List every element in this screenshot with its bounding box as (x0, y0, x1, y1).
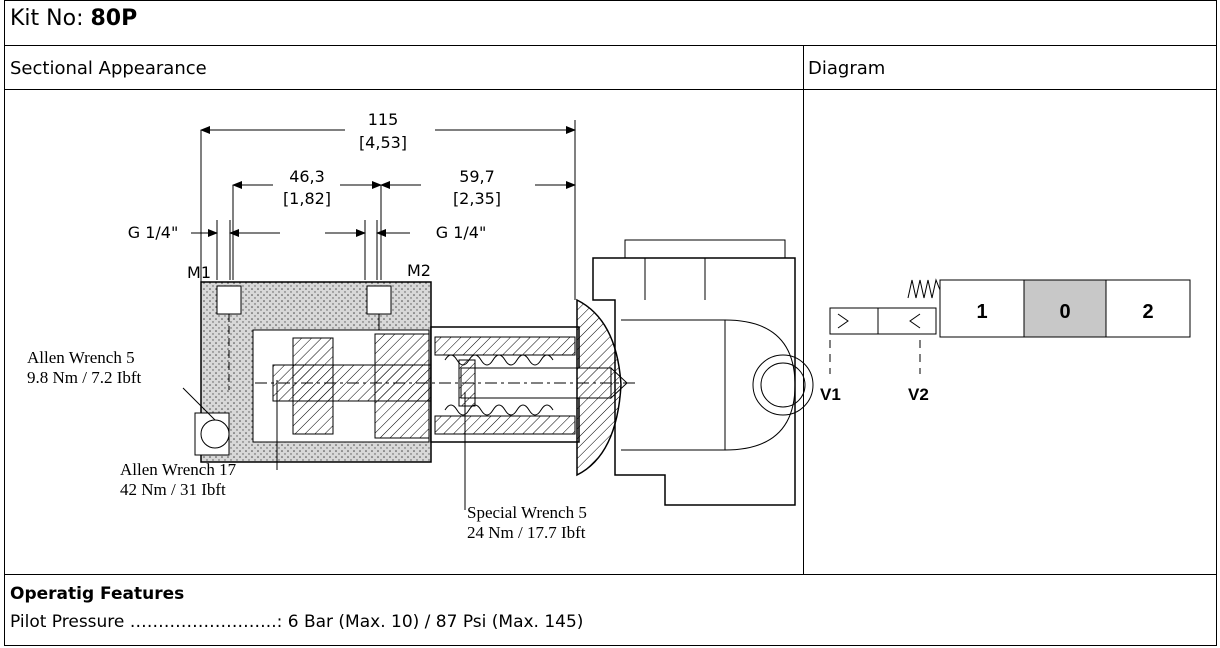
kit-label: Kit No: (10, 6, 91, 31)
sectional-drawing: 115 [4,53] 46,3 [1,82] 59,7 [2,35] G 1/4… (27, 110, 814, 542)
dim-115-text: 115 (368, 110, 399, 129)
dimension-115: 115 [4,53] (200, 110, 576, 360)
row-divider (5, 89, 1216, 90)
allen17-line2: 42 Nm / 31 Ibft (120, 480, 226, 499)
position-2: 2 (1142, 301, 1153, 323)
pilot-block (829, 307, 937, 335)
pilot-pressure-line: Pilot Pressure ……………………..: 6 Bar (Max. 1… (10, 612, 584, 632)
features-title: Operatig Features (10, 584, 185, 604)
dimension-46: 46,3 [1,82] (232, 167, 382, 280)
valve-symbol-diagram: 1 0 2 V1 V2 (820, 278, 1191, 404)
column-divider (803, 45, 804, 575)
allen5-line1: Allen Wrench 5 (27, 348, 135, 367)
center-position (1023, 279, 1107, 338)
dim-46-inch-text: [1,82] (283, 189, 331, 208)
dim-115-inch-text: [4,53] (359, 133, 407, 152)
diagram-header: Diagram (808, 58, 886, 79)
port-dimensions: G 1/4" G 1/4" M1 M2 (128, 220, 487, 282)
row-divider (5, 45, 1216, 46)
spring-housing (430, 326, 628, 443)
port-left-text: G 1/4" (128, 223, 179, 242)
port-right-text: G 1/4" (436, 223, 487, 242)
v2-label: V2 (908, 385, 929, 404)
sectional-header: Sectional Appearance (10, 58, 207, 79)
position-boxes: 1 0 2 (939, 279, 1191, 338)
dim-59-text: 59,7 (459, 167, 495, 186)
kit-title: Kit No: 80P (10, 3, 137, 35)
m2-label: M2 (407, 261, 431, 280)
special-line2: 24 Nm / 17.7 Ibft (467, 523, 586, 542)
dim-46-text: 46,3 (289, 167, 325, 186)
special-line1: Special Wrench 5 (467, 503, 587, 522)
actuator (576, 239, 814, 506)
annotations: Allen Wrench 5 9.8 Nm / 7.2 Ibft Allen W… (27, 348, 587, 542)
kit-sheet: Kit No: 80P Sectional Appearance Diagram… (4, 0, 1217, 646)
m1-label: M1 (187, 263, 211, 282)
dim-59-inch-text: [2,35] (453, 189, 501, 208)
allen5-line2: 9.8 Nm / 7.2 Ibft (27, 368, 142, 387)
dimension-59: 59,7 [2,35] (380, 167, 576, 208)
position-0: 0 (1059, 301, 1070, 323)
valve-body (194, 281, 450, 463)
v1-label: V1 (820, 385, 841, 404)
position-1: 1 (976, 301, 987, 323)
spring-icon (907, 278, 941, 299)
row-divider (5, 574, 1216, 575)
kit-number: 80P (90, 6, 138, 31)
allen17-line1: Allen Wrench 17 (120, 460, 237, 479)
